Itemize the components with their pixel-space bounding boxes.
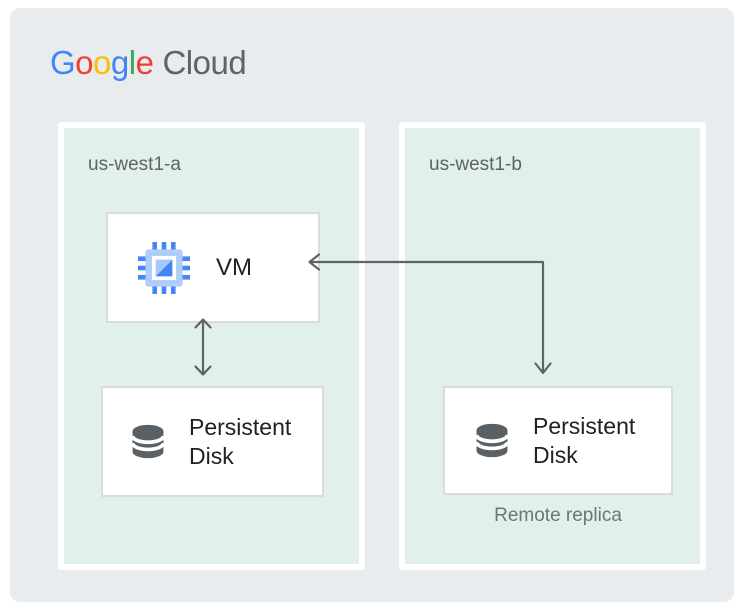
zone-b-label: us-west1-b	[429, 154, 522, 175]
remote-replica-caption: Remote replica	[494, 505, 622, 526]
persistent-disk-icon	[130, 424, 166, 459]
logo-cloud-text: Cloud	[162, 44, 247, 81]
logo-letter: l	[128, 44, 136, 81]
persistent-disk-icon	[474, 423, 510, 458]
logo-letter: o	[75, 44, 94, 81]
zone-us-west1-b: us-west1-b	[399, 122, 706, 570]
logo-letter: o	[93, 44, 111, 81]
vm-node: VM	[106, 212, 320, 323]
primary-disk-label: Persistent Disk	[189, 413, 292, 469]
compute-engine-icon	[138, 241, 190, 294]
logo-letter: e	[135, 44, 154, 81]
zone-us-west1-a: us-west1-a	[58, 122, 365, 570]
vm-label: VM	[216, 254, 252, 281]
logo-letter: g	[110, 44, 129, 81]
replica-persistent-disk-node: Persistent Disk	[443, 386, 673, 495]
logo-letter: G	[50, 44, 76, 81]
primary-persistent-disk-node: Persistent Disk	[101, 386, 324, 497]
replica-disk-label: Persistent Disk	[533, 412, 636, 468]
zone-a-label: us-west1-a	[88, 154, 181, 175]
